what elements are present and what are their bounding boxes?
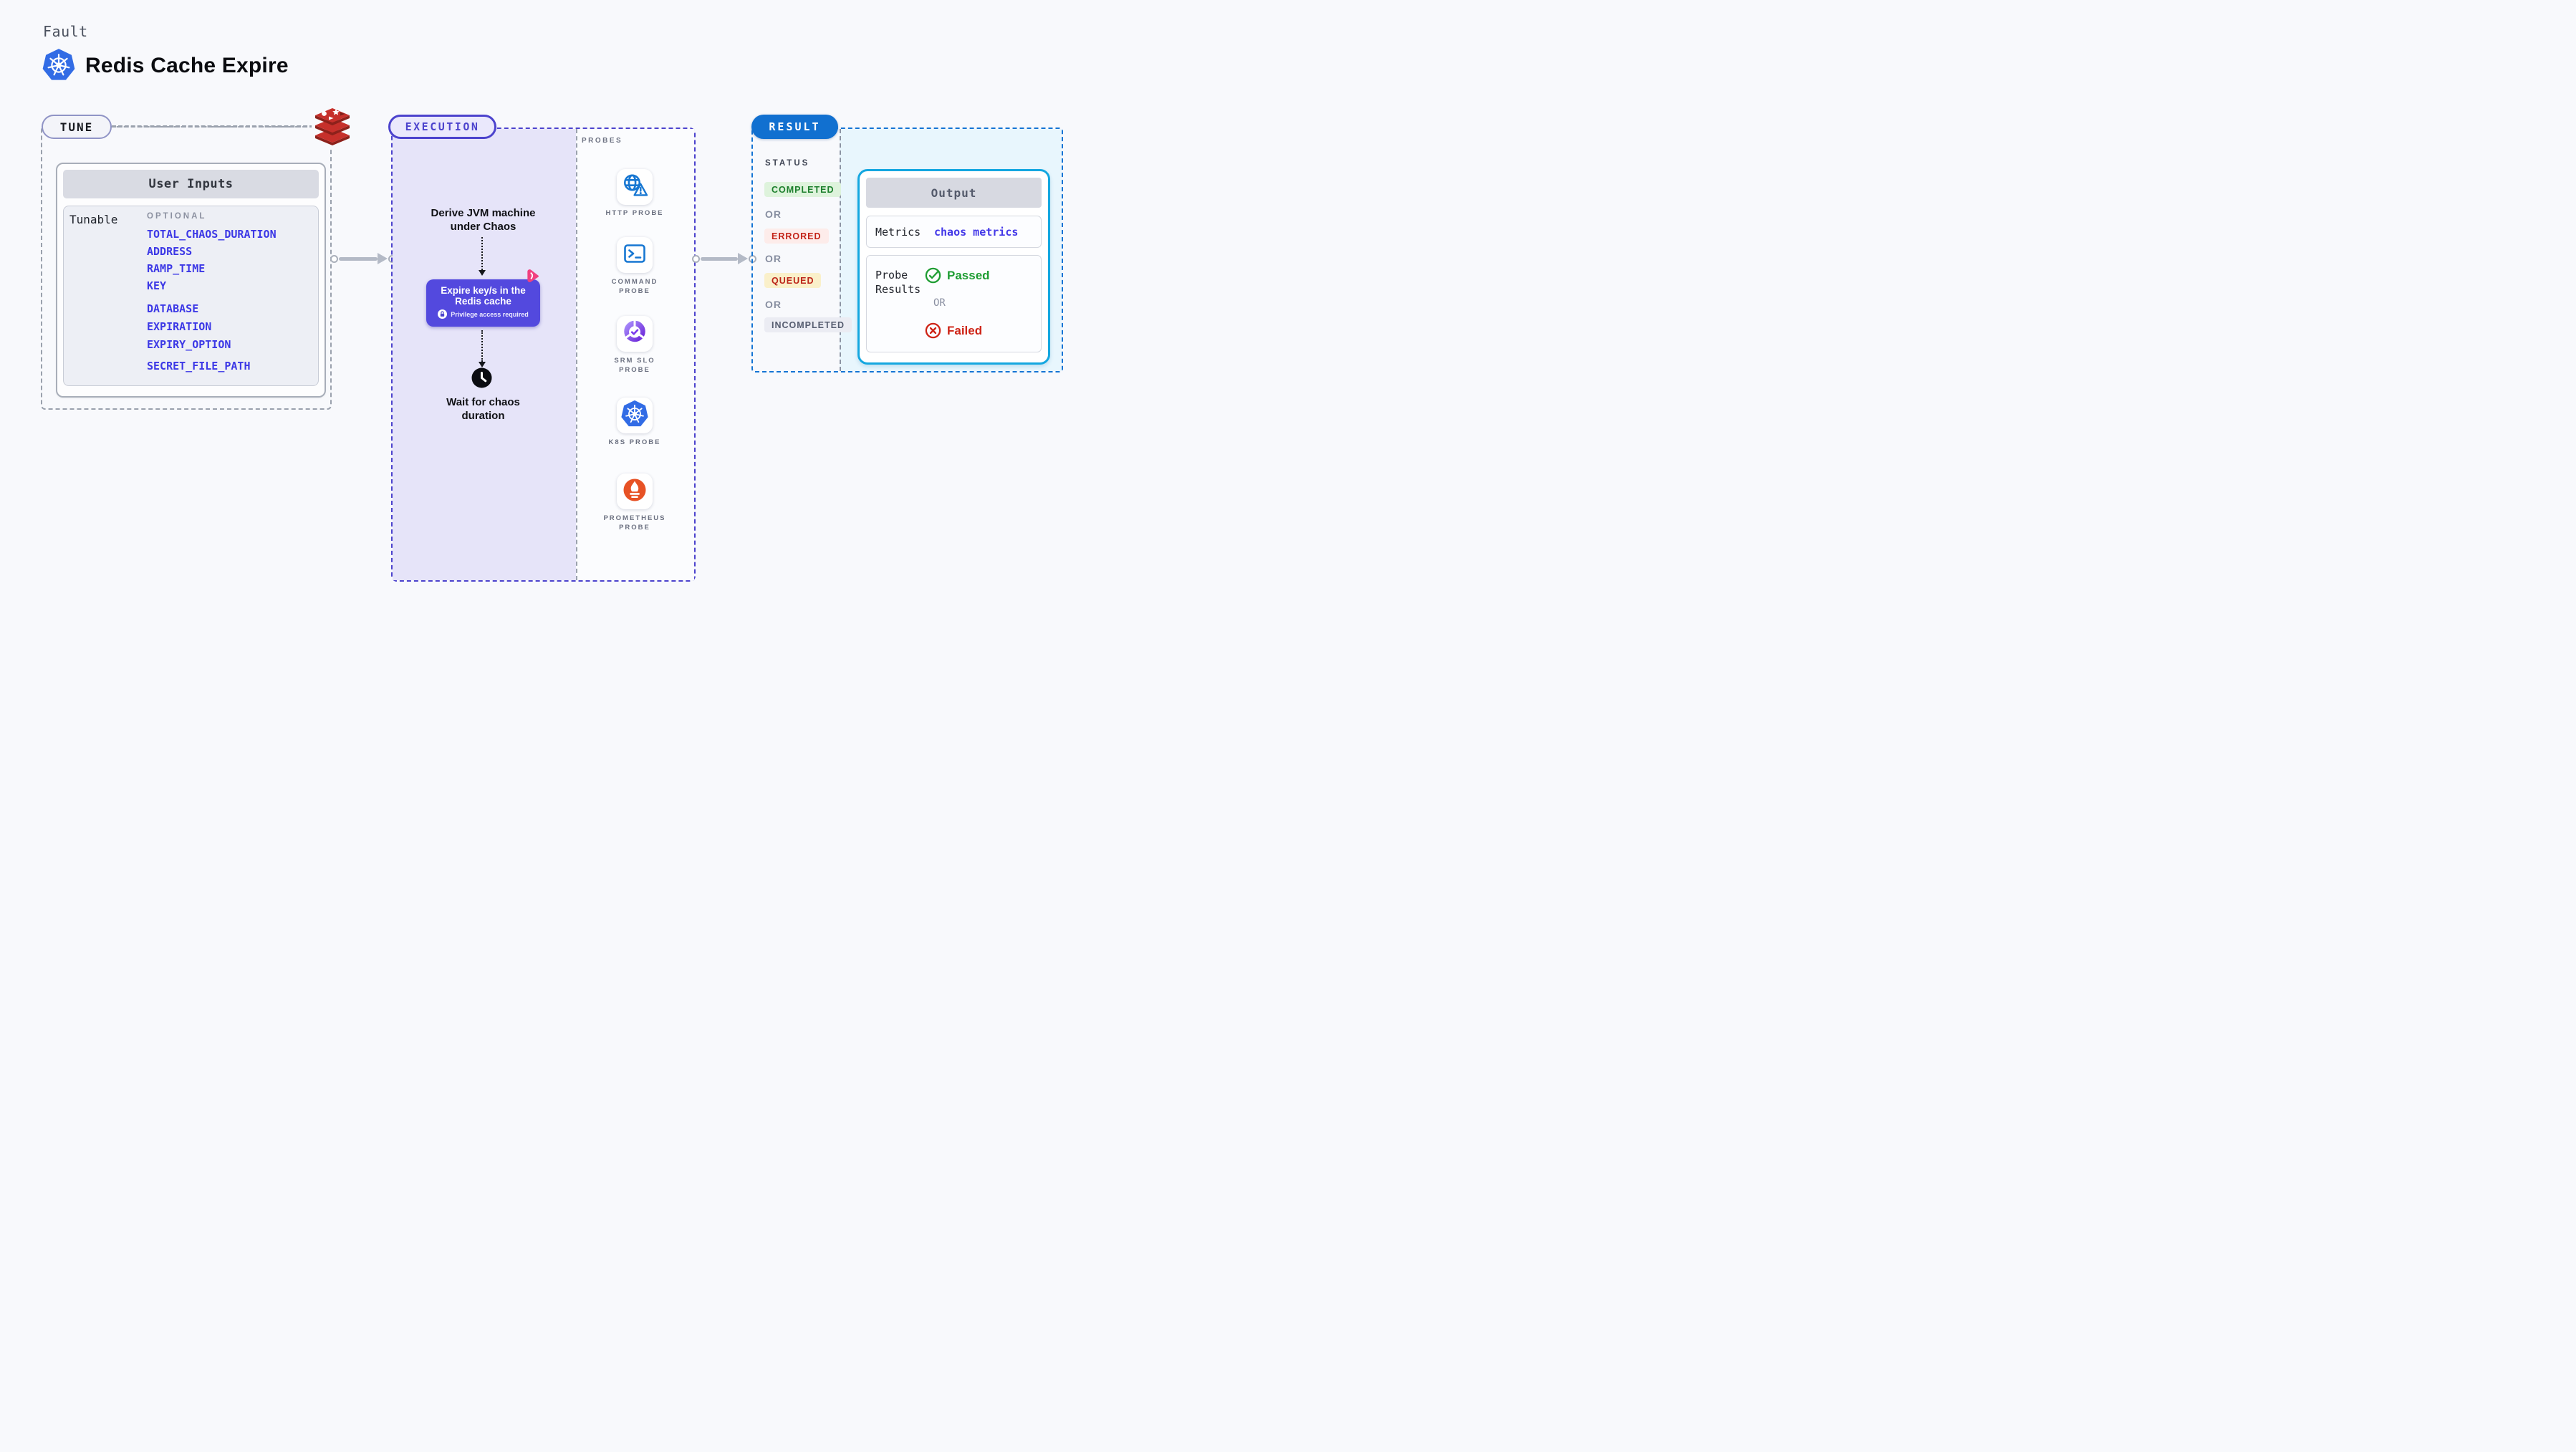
failed-verdict: Failed bbox=[925, 322, 982, 339]
tune-item: TOTAL_CHAOS_DURATION bbox=[147, 228, 277, 241]
prometheus-probe-card bbox=[617, 473, 653, 509]
derive-to-fault-arrow bbox=[481, 237, 483, 270]
probe-label: PROBE bbox=[619, 366, 650, 374]
status-badge: COMPLETED bbox=[764, 182, 842, 197]
arrow-head bbox=[479, 362, 486, 367]
command-probe-card bbox=[617, 237, 653, 273]
probe-results-label-line2: Results bbox=[875, 283, 921, 296]
execution-to-result-arrow bbox=[692, 252, 760, 264]
tune-item: EXPIRY_OPTION bbox=[147, 338, 231, 351]
status-badge: QUEUED bbox=[764, 273, 822, 288]
metrics-label: Metrics bbox=[875, 226, 921, 239]
x-circle-icon bbox=[925, 322, 941, 339]
status-label: STATUS bbox=[765, 159, 810, 168]
execution-section-box bbox=[391, 128, 696, 582]
tune-to-execution-arrow bbox=[330, 252, 398, 264]
tune-item: KEY bbox=[147, 279, 167, 292]
probe-label: PROBE bbox=[619, 287, 650, 295]
redis-icon bbox=[312, 107, 353, 150]
tune-section-badge: TUNE bbox=[42, 115, 112, 139]
kubernetes-icon bbox=[42, 48, 76, 86]
metrics-row bbox=[866, 216, 1042, 248]
status-badge: INCOMPLETED bbox=[764, 317, 852, 332]
probe-results-label-line1: Probe bbox=[875, 269, 908, 282]
or-label: OR bbox=[765, 208, 782, 220]
globe-alert-icon bbox=[621, 172, 648, 203]
or-label: OR bbox=[933, 297, 946, 309]
tune-item: SECRET_FILE_PATH bbox=[147, 360, 251, 372]
check-circle-icon bbox=[925, 267, 941, 284]
k8s-probe-card bbox=[617, 398, 653, 433]
tunable-label: Tunable bbox=[69, 213, 118, 226]
terminal-icon bbox=[621, 240, 648, 271]
result-section-badge: RESULT bbox=[751, 115, 838, 139]
fault-diagram: Fault Redis Cache Expire TUNE bbox=[0, 0, 1103, 622]
tune-item: DATABASE bbox=[147, 302, 199, 315]
probe-label: PROMETHEUS bbox=[603, 514, 666, 522]
probe-label: HTTP PROBE bbox=[605, 209, 664, 217]
optional-label: OPTIONAL bbox=[147, 212, 207, 221]
wait-step-line2: duration bbox=[461, 410, 505, 422]
tune-to-redis-connector bbox=[112, 125, 314, 128]
probe-label: SRM SLO bbox=[614, 357, 655, 365]
user-inputs-panel bbox=[63, 206, 319, 386]
chaos-pink-icon bbox=[525, 269, 540, 287]
probe-label: PROBE bbox=[619, 524, 650, 532]
prometheus-icon bbox=[621, 476, 648, 507]
probe-label: K8S PROBE bbox=[608, 438, 661, 446]
or-label: OR bbox=[765, 299, 782, 310]
tune-item: ADDRESS bbox=[147, 245, 193, 258]
clock-icon bbox=[471, 367, 492, 392]
probe-results-row bbox=[866, 255, 1042, 352]
fault-card-line1: Expire key/s in the bbox=[441, 285, 526, 296]
execution-section-badge: EXECUTION bbox=[388, 115, 496, 139]
http-probe-card bbox=[617, 169, 653, 205]
srm-slo-probe-card bbox=[617, 316, 653, 352]
output-header: Output bbox=[866, 178, 1042, 208]
page-title: Redis Cache Expire bbox=[85, 54, 289, 77]
passed-label: Passed bbox=[947, 268, 990, 282]
fault-to-wait-arrow bbox=[481, 330, 483, 362]
fault-eyebrow: Fault bbox=[43, 23, 88, 40]
kubernetes-icon bbox=[620, 400, 649, 432]
tune-item: EXPIRATION bbox=[147, 320, 212, 333]
probes-label: PROBES bbox=[582, 137, 623, 145]
metrics-value: chaos metrics bbox=[934, 226, 1019, 239]
failed-label: Failed bbox=[947, 323, 983, 337]
privilege-note: Privilege access required bbox=[451, 310, 529, 318]
passed-verdict: Passed bbox=[925, 267, 990, 284]
or-label: OR bbox=[765, 253, 782, 264]
derive-step-line1: Derive JVM machine bbox=[431, 207, 536, 219]
derive-step-line2: under Chaos bbox=[450, 221, 516, 233]
slo-donut-icon bbox=[621, 319, 648, 350]
execution-flow-area bbox=[393, 129, 576, 580]
status-badge: ERRORED bbox=[764, 229, 829, 244]
arrow-head bbox=[479, 270, 486, 276]
user-inputs-header: User Inputs bbox=[63, 170, 319, 198]
wait-step-line1: Wait for chaos bbox=[446, 396, 520, 408]
probe-label: COMMAND bbox=[611, 278, 658, 286]
fault-card-line2: Redis cache bbox=[455, 296, 511, 307]
lock-icon bbox=[438, 309, 448, 319]
fault-step-card: Expire key/s in the Redis cache Privileg… bbox=[426, 279, 540, 327]
tune-item: RAMP_TIME bbox=[147, 262, 206, 275]
